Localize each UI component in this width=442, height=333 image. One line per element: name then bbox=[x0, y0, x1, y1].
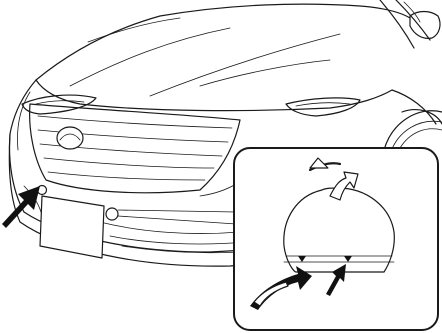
headlight-right bbox=[286, 98, 360, 116]
front-grille bbox=[30, 104, 240, 193]
tow-hook-cap-right bbox=[106, 208, 118, 220]
side-mirror bbox=[410, 12, 440, 39]
cap-detail-inset bbox=[234, 148, 438, 330]
wheel-arch bbox=[384, 111, 442, 150]
license-plate bbox=[40, 196, 104, 258]
brand-emblem bbox=[57, 127, 83, 149]
hood-front-edge bbox=[36, 80, 392, 111]
arrow-icon bbox=[2, 186, 40, 228]
